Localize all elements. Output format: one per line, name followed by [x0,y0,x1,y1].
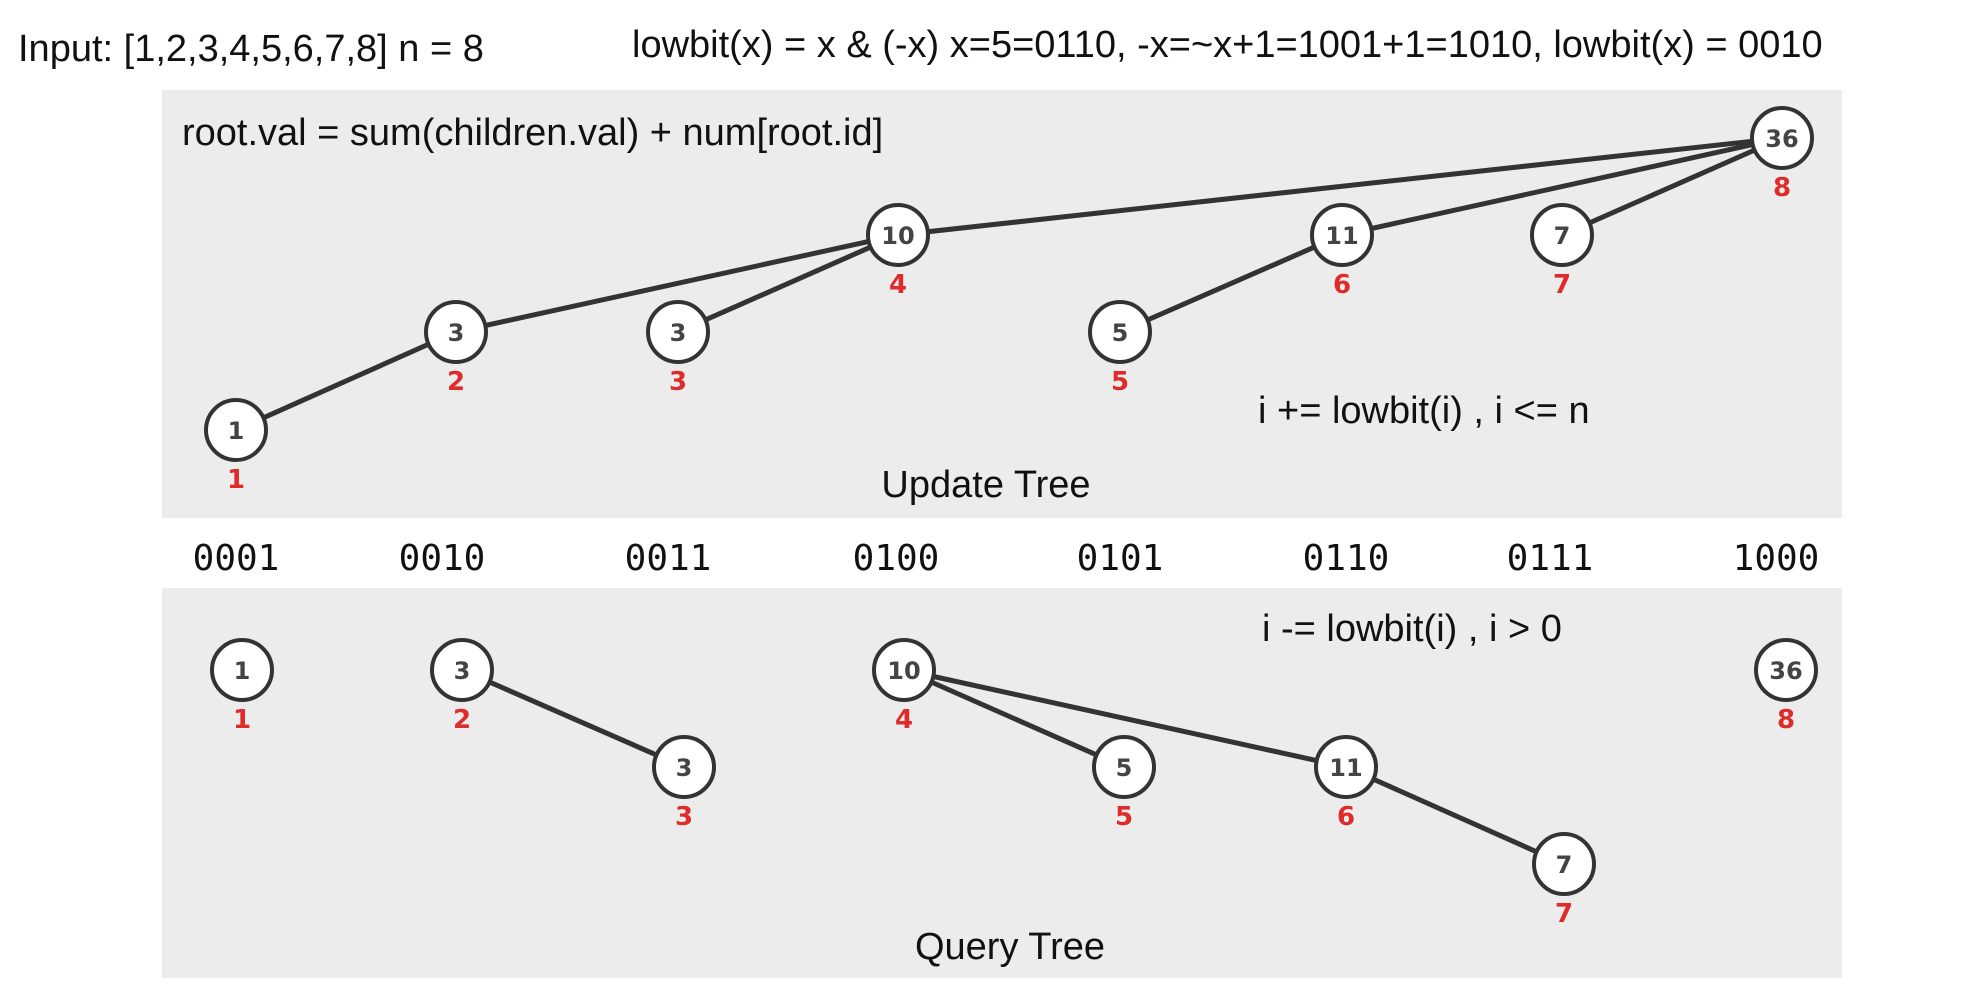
update-node: 11 [204,398,268,495]
update-edge [1560,135,1784,238]
query-rule: i -= lowbit(i) , i > 0 [1262,608,1562,650]
query-node-id: 4 [895,705,913,735]
query-node-circle [210,638,274,702]
query-node-id: 2 [453,705,471,735]
query-node-circle [1314,735,1378,799]
input-label: Input: [1,2,3,4,5,6,7,8] n = 8 [18,28,484,70]
query-node-id: 6 [1337,802,1355,832]
update-node: 55 [1088,300,1152,397]
query-node-circle [1092,735,1156,799]
update-node-circle [1088,300,1152,364]
update-node-id: 2 [447,367,465,397]
query-edge [902,667,1126,770]
query-node-value: 1 [234,657,251,685]
update-node-value: 7 [1554,222,1571,250]
binary-label: 0110 [1302,538,1390,579]
query-node-circle [1754,638,1818,702]
update-node-circle [1750,106,1814,170]
query-node: 77 [1532,832,1596,929]
query-edge [1344,764,1566,867]
update-node: 11 6 [1310,203,1374,300]
query-node: 55 [1092,735,1156,832]
query-node-value: 36 [1769,657,1802,685]
update-node-value: 3 [448,319,465,347]
binary-label: 0100 [852,538,940,579]
update-node-circle [1530,203,1594,267]
query-node: 11 6 [1314,735,1378,832]
update-node-circle [204,398,268,462]
update-node-value: 11 [1325,222,1358,250]
update-node: 10 4 [866,203,930,300]
binary-label: 0011 [624,538,712,579]
update-node: 32 [424,300,488,397]
query-node-value: 3 [676,754,693,782]
update-edge [676,232,900,335]
query-node: 10 4 [872,638,936,735]
update-node: 36 8 [1750,106,1814,203]
query-node: 36 8 [1754,638,1818,735]
query-edge [903,667,1347,770]
query-node-circle [1532,832,1596,896]
query-node-value: 7 [1556,851,1573,879]
query-node: 33 [652,735,716,832]
query-node-value: 5 [1116,754,1133,782]
query-node-id: 1 [233,705,251,735]
update-node-circle [646,300,710,364]
query-node-value: 10 [887,657,920,685]
binary-label: 0101 [1076,538,1164,579]
query-node-id: 8 [1777,705,1795,735]
binary-label: 0111 [1506,538,1594,579]
query-node-id: 7 [1555,899,1573,929]
update-node-value: 36 [1765,125,1798,153]
query-tree-caption: Query Tree [914,926,1106,968]
query-node-id: 3 [675,802,693,832]
update-node-circle [424,300,488,364]
update-node: 77 [1530,203,1594,300]
update-node-id: 8 [1773,173,1791,203]
update-node-value: 10 [881,222,914,250]
binary-label: 1000 [1732,538,1820,579]
query-node: 32 [430,638,494,735]
update-node: 33 [646,300,710,397]
update-rule: i += lowbit(i) , i <= n [1258,390,1590,432]
query-node-value: 11 [1329,754,1362,782]
update-node-id: 6 [1333,270,1351,300]
update-edge [1341,135,1783,238]
update-edge [455,232,899,335]
query-node-circle [652,735,716,799]
update-node-circle [866,203,930,267]
update-node-circle [1310,203,1374,267]
lowbit-definition: lowbit(x) = x & (-x) x=5=0110, -x=~x+1=1… [632,24,1823,66]
binary-label: 0010 [398,538,486,579]
update-node-value: 5 [1112,319,1129,347]
query-edge [460,667,686,770]
query-node-id: 5 [1115,802,1133,832]
update-node-value: 3 [670,319,687,347]
update-node-id: 5 [1111,367,1129,397]
update-edge [897,135,1783,238]
update-node-value: 1 [228,417,245,445]
query-node-circle [872,638,936,702]
update-formula: root.val = sum(children.val) + num[root.… [182,112,884,154]
update-node-id: 3 [669,367,687,397]
update-node-id: 7 [1553,270,1571,300]
query-node: 11 [210,638,274,735]
query-node-circle [430,638,494,702]
update-node-id: 1 [227,465,245,495]
binary-label: 0001 [192,538,280,579]
update-edge [234,329,458,433]
query-node-value: 3 [454,657,471,685]
update-node-id: 4 [889,270,907,300]
update-edge [1118,232,1344,335]
update-tree-caption: Update Tree [881,464,1091,506]
